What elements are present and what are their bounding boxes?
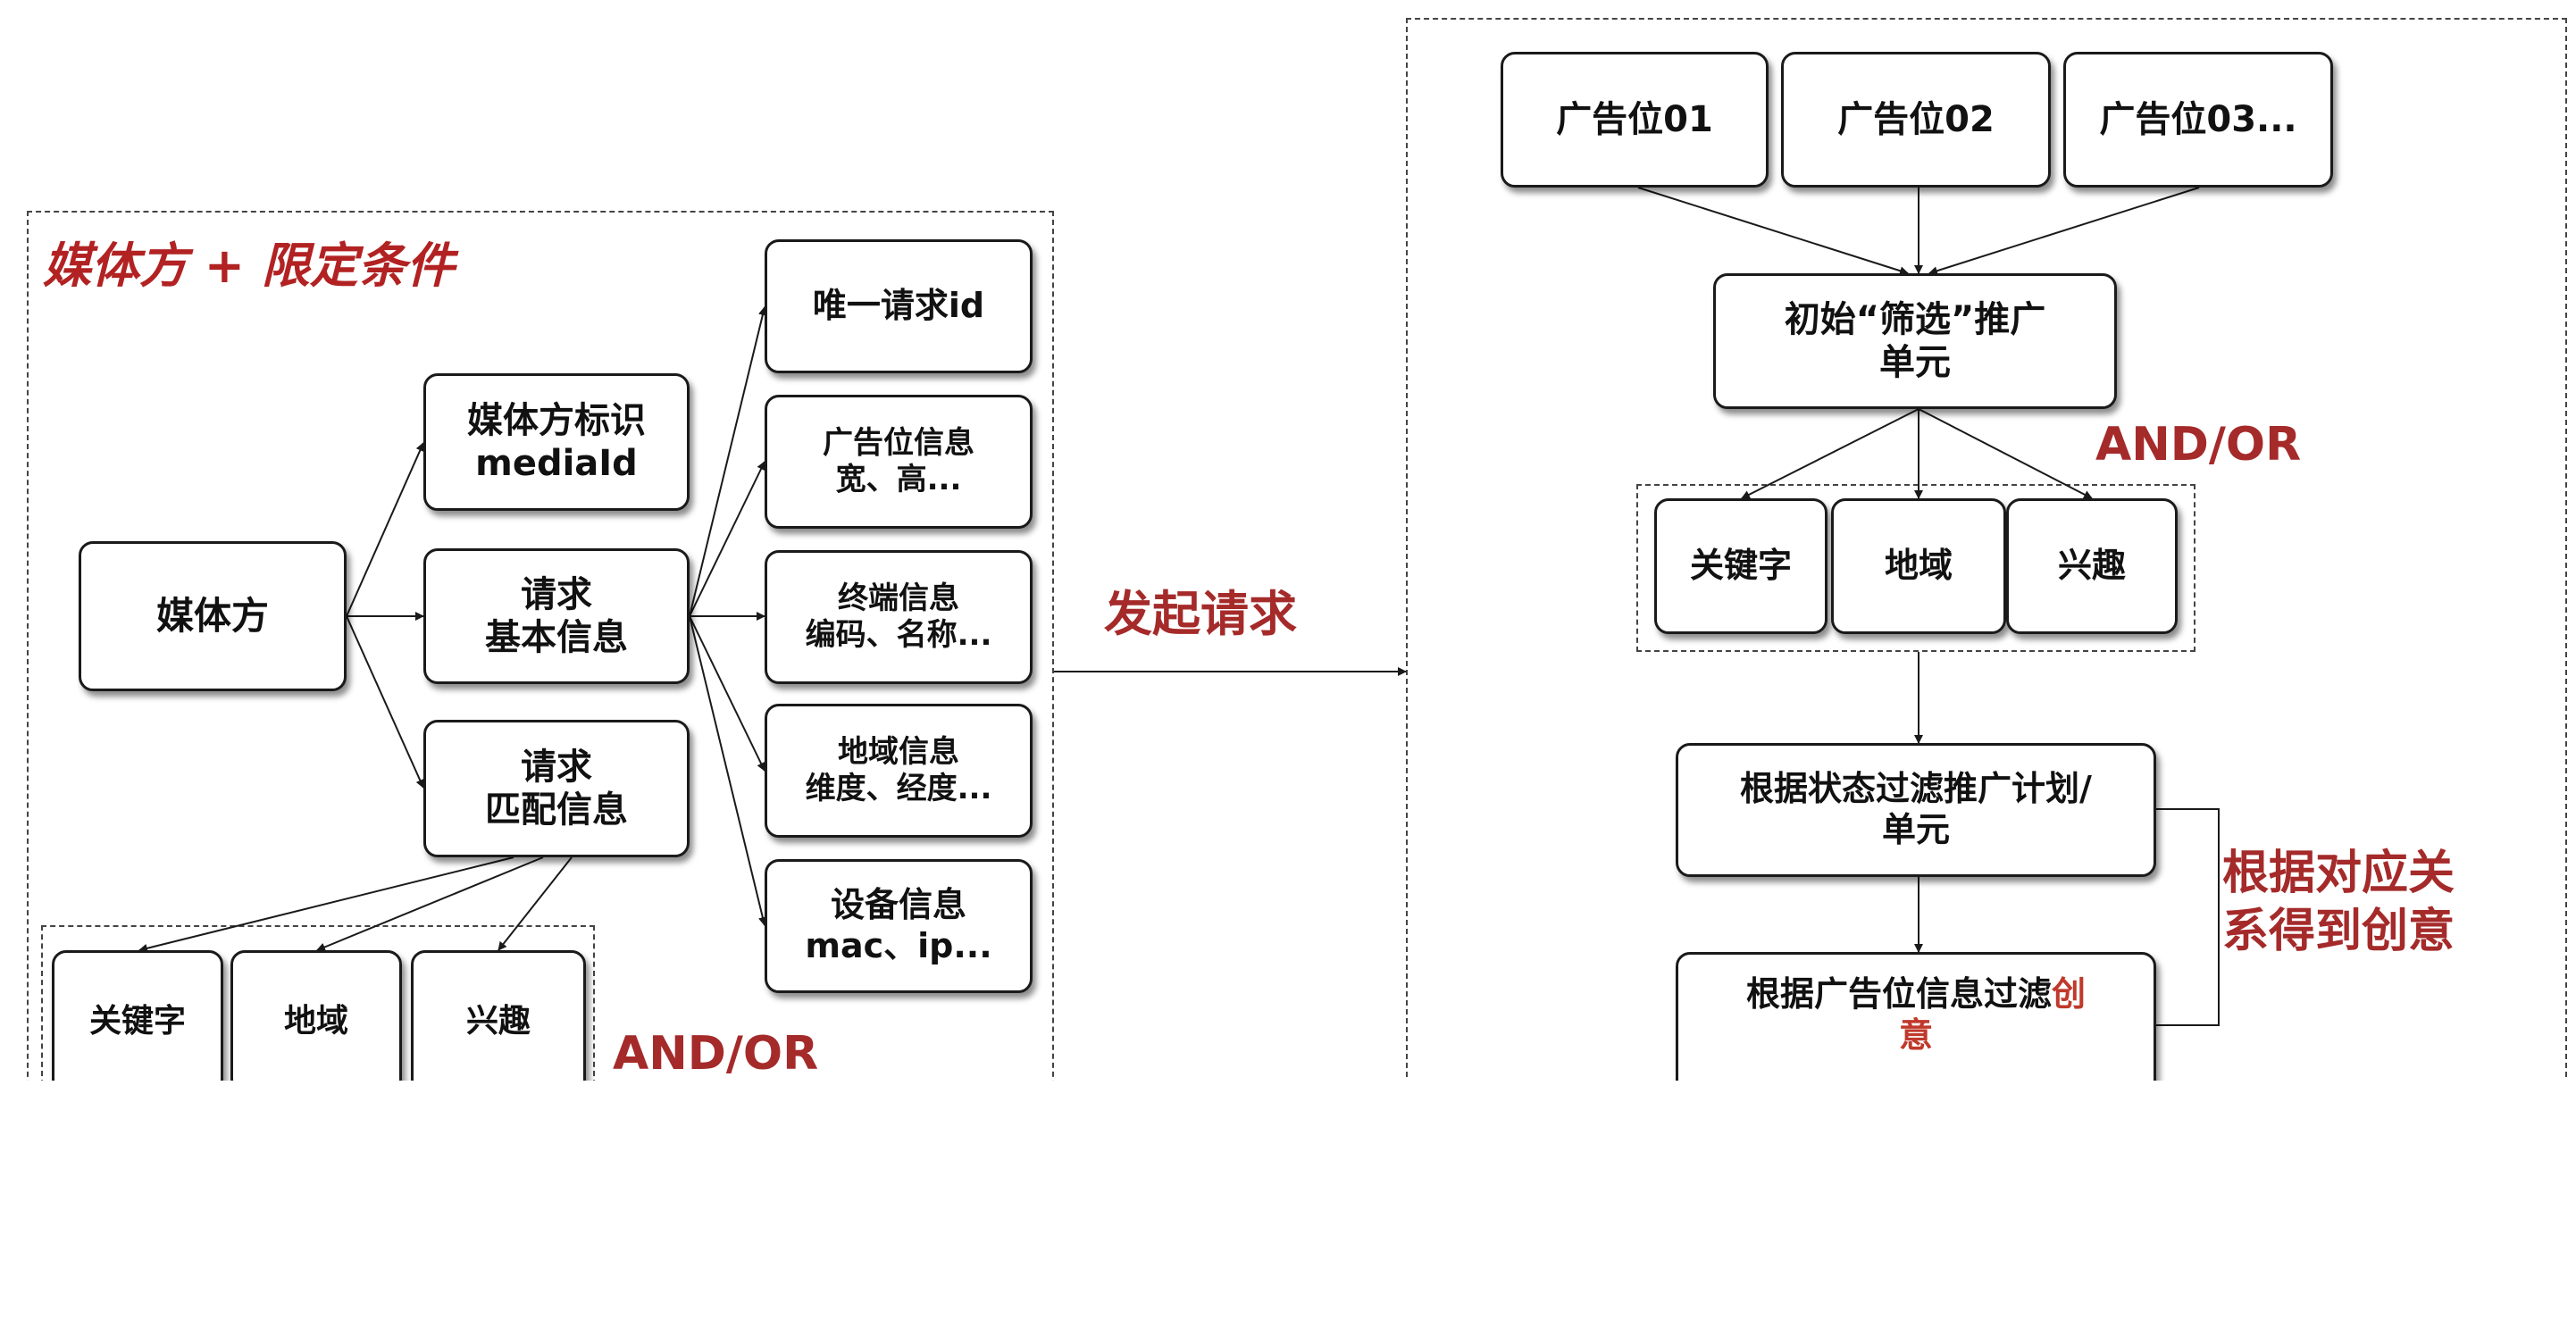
right-and-or-label: AND/OR: [2095, 418, 2302, 472]
ad-slot-02-node: 广告位02: [1781, 52, 2051, 188]
edge-match-to-interest: [498, 856, 573, 951]
edge-basic-to-region: [689, 615, 765, 772]
request-id-node: 唯一请求id: [765, 239, 1033, 373]
edge-match-to-region: [316, 856, 544, 952]
region-info-node: 地域信息 维度、经度...: [765, 704, 1033, 838]
media-id-node: 媒体方标识 mediaId: [423, 373, 690, 511]
edge-match-to-keyword: [138, 856, 514, 953]
creative-filter-node: 根据广告位信息过滤创意: [1676, 952, 2156, 1081]
edge-filter-to-keyword: [1741, 408, 1919, 499]
creative-filter-highlight: 创: [2052, 974, 2087, 1014]
edge-basic-to-request-id: [689, 306, 767, 617]
side-label: 根据对应关 系得到创意: [2222, 847, 2455, 958]
creative-filter-suffix: 意: [1898, 1015, 1933, 1055]
terminal-info-node: 终端信息 编码、名称...: [765, 550, 1033, 684]
edge-basic-to-ad-slot: [689, 461, 765, 617]
right-frame: [1406, 18, 2567, 1081]
edge-slot3-to-filter: [1928, 187, 2200, 276]
match-group-frame: [41, 925, 595, 1081]
edge-side-loop: [2100, 808, 2220, 1030]
match-interest-node: 兴趣: [411, 950, 586, 1081]
ad-slot-03-node: 广告位03...: [2063, 52, 2333, 188]
edge-source-to-mediaid: [346, 442, 424, 617]
diagram-stage: 媒体方 + 限定条件 媒体方 媒体方标识 mediaId 请求 基本信息 请求 …: [27, 18, 2567, 1081]
left-and-or-label: AND/OR: [613, 1027, 819, 1081]
source-node: 媒体方: [79, 541, 347, 691]
match-keyword-node: 关键字: [52, 950, 223, 1081]
initial-filter-node: 初始“筛选”推广 单元: [1713, 273, 2117, 409]
edge-slot1-to-filter: [1637, 187, 1909, 276]
ad-slot-info-node: 广告位信息 宽、高...: [765, 395, 1033, 529]
left-frame: [27, 211, 1054, 1081]
criteria-region-node: 地域: [1831, 498, 2006, 634]
request-label: 发起请求: [1104, 586, 1297, 642]
connector-lines: [138, 187, 2220, 1030]
left-title: 媒体方 + 限定条件: [43, 238, 455, 294]
ad-slot-01-node: 广告位01: [1501, 52, 1769, 188]
edge-basic-to-device: [689, 615, 767, 926]
status-filter-node: 根据状态过滤推广计划/ 单元: [1676, 743, 2156, 877]
creative-filter-prefix: 根据广告位信息过滤: [1745, 974, 2052, 1014]
criteria-group-frame: [1636, 484, 2195, 652]
criteria-interest-node: 兴趣: [2006, 498, 2178, 634]
device-info-node: 设备信息 mac、ip...: [765, 859, 1033, 993]
edge-source-to-match: [346, 615, 424, 789]
match-region-node: 地域: [230, 950, 402, 1081]
basic-info-node: 请求 基本信息: [423, 548, 690, 684]
creative-filter-text: 根据广告位信息过滤创意: [1746, 974, 2086, 1056]
criteria-keyword-node: 关键字: [1654, 498, 1827, 634]
edge-filter-to-interest: [1918, 408, 2093, 499]
match-info-node: 请求 匹配信息: [423, 720, 690, 857]
